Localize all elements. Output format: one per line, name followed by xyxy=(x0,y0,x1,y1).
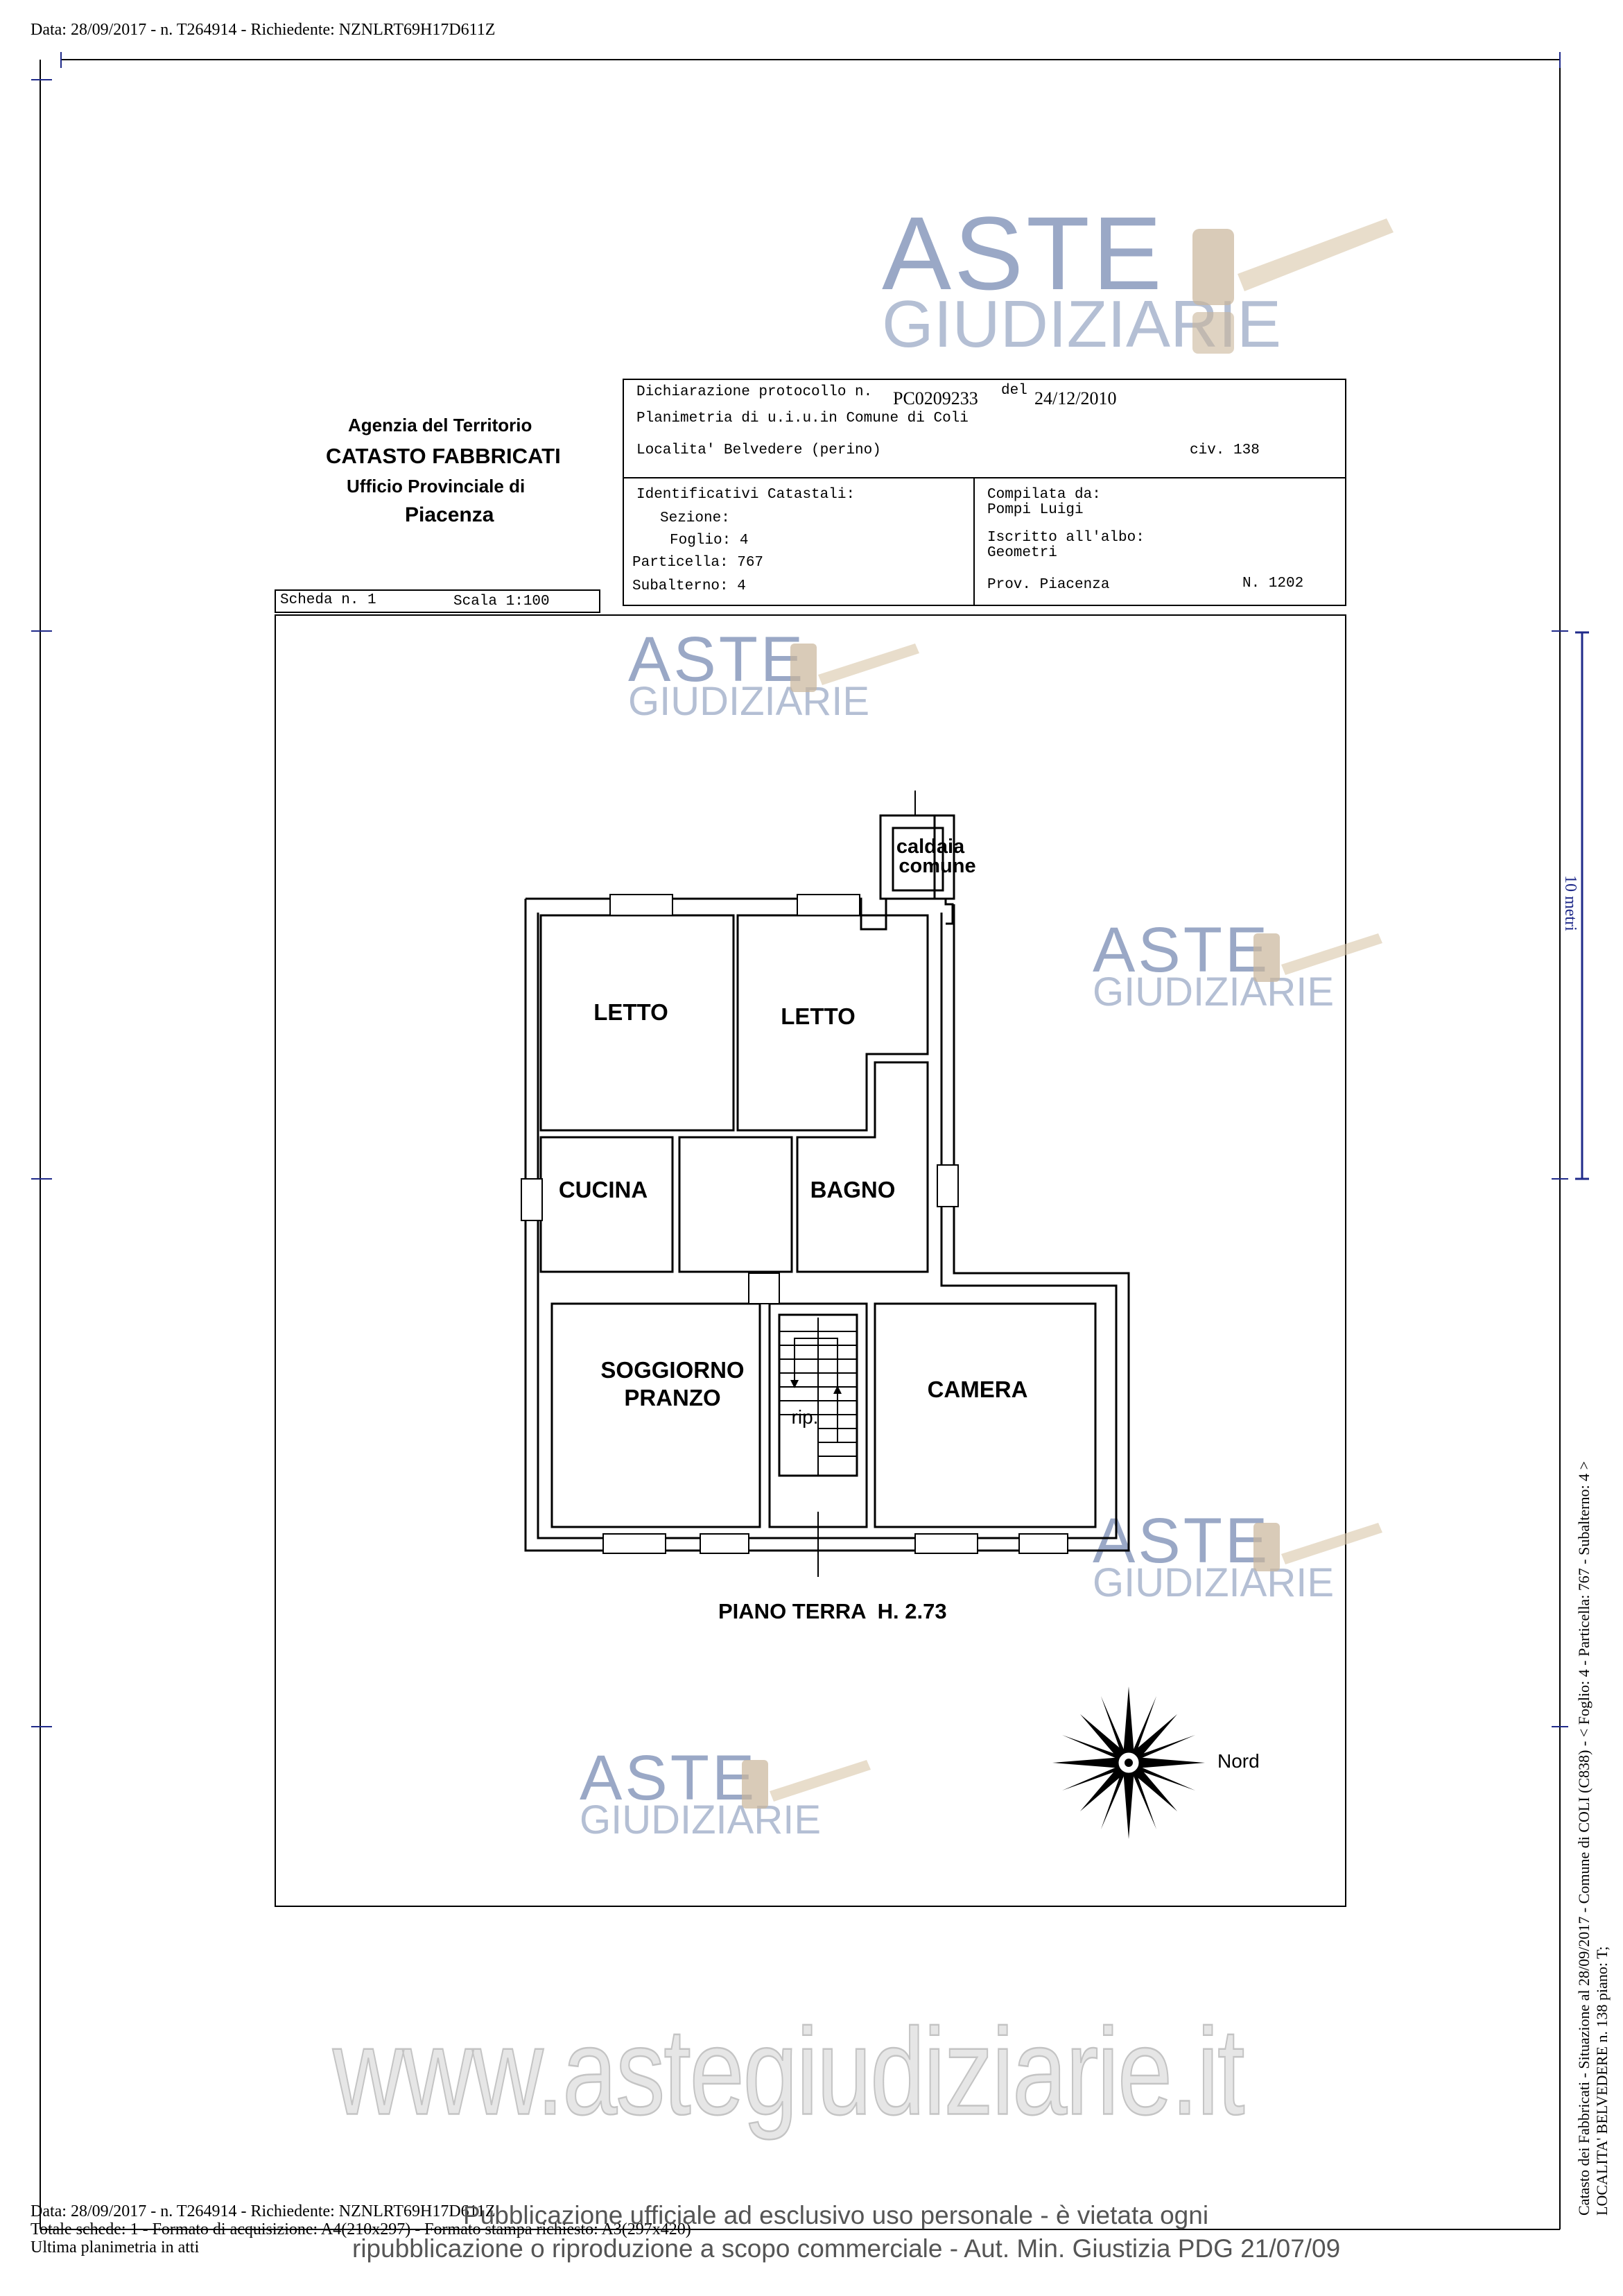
compilata-label: Compilata da: xyxy=(987,487,1101,503)
agency-province: Piacenza xyxy=(405,503,494,526)
foglio-label: Foglio: 4 xyxy=(670,533,749,549)
floor-plan xyxy=(521,791,1130,1577)
declaration-date: 24/12/2010 xyxy=(1034,388,1117,408)
footer-notice-1: Pubblicazione ufficiale ad esclusivo uso… xyxy=(463,2201,1209,2229)
footer-notice-2: ripubblicazione o riproduzione a scopo c… xyxy=(352,2234,1341,2263)
civic-number: civ. 138 xyxy=(1190,442,1260,458)
gavel-icon xyxy=(742,1760,871,1809)
scheda-box xyxy=(275,589,600,613)
room-pranzo: PRANZO xyxy=(624,1385,721,1410)
scheda-label: Scheda n. 1 xyxy=(280,592,376,608)
watermark-logo-4: ASTE GIUDIZIARIE xyxy=(1093,1505,1335,1605)
agency-office: Ufficio Provinciale di xyxy=(347,476,526,497)
compass-rose-icon xyxy=(1052,1686,1205,1839)
footer-request-line: Data: 28/09/2017 - n. T264914 - Richiede… xyxy=(31,2202,496,2220)
room-bagno: BAGNO xyxy=(810,1177,896,1202)
planimetria-text: Planimetria di u.i.u.in Comune di Coli xyxy=(636,411,969,426)
identificativi-title: Identificativi Catastali: xyxy=(636,487,856,503)
room-caldaia-comune: comune xyxy=(899,855,976,877)
albo-value: Geometri xyxy=(987,545,1057,561)
compilata-name: Pompi Luigi xyxy=(987,502,1084,518)
declaration-label: Dichiarazione protocollo n. xyxy=(636,384,873,400)
room-caldaia: caldaia xyxy=(896,836,965,858)
localita-text: Localita' Belvedere (perino) xyxy=(636,442,881,458)
scala-label: Scala 1:100 xyxy=(453,594,550,610)
header-request-line: Data: 28/09/2017 - n. T264914 - Richiede… xyxy=(31,21,496,39)
gavel-icon xyxy=(790,644,919,692)
room-letto-1: LETTO xyxy=(593,999,668,1025)
albo-label: Iscritto all'albo: xyxy=(987,530,1145,546)
room-soggiorno: SOGGIORNO xyxy=(600,1357,745,1383)
agency-name: Agenzia del Territorio xyxy=(348,415,532,435)
watermark-logo-2: ASTE GIUDIZIARIE xyxy=(628,624,870,724)
particella-label: Particella: 767 xyxy=(632,555,764,571)
drawing-area xyxy=(275,614,1346,1907)
side-cadastre-text: Catasto dei Fabbricati - Situazione al 2… xyxy=(1575,1461,1592,2216)
room-camera: CAMERA xyxy=(927,1376,1028,1402)
watermark-site: www.astegiudiziarie.it xyxy=(332,2002,1245,2141)
agency-catasto: CATASTO FABBRICATI xyxy=(326,444,561,468)
gavel-icon xyxy=(1253,1523,1382,1571)
footer-totale-schede: Totale schede: 1 - Formato di acquisizio… xyxy=(31,2220,691,2238)
footer-ultima-planimetria: Ultima planimetria in atti xyxy=(31,2238,200,2256)
del-label: del xyxy=(1001,383,1027,399)
identificativi-box xyxy=(623,477,1346,606)
gavel-icon xyxy=(1253,933,1382,982)
watermark-logo-3: ASTE GIUDIZIARIE xyxy=(1093,915,1335,1015)
floor-label: PIANO TERRA H. 2.73 xyxy=(718,1599,947,1623)
identificativi-divider xyxy=(973,477,975,606)
room-ripostiglio: rip. xyxy=(791,1406,819,1428)
sezione-label: Sezione: xyxy=(660,510,730,526)
albo-number: N. 1202 xyxy=(1242,576,1304,592)
protocol-number: PC0209233 xyxy=(893,388,978,408)
watermark-logo-5: ASTE GIUDIZIARIE xyxy=(580,1743,822,1842)
north-label: Nord xyxy=(1217,1750,1260,1772)
scale-ruler-label: 10 metri xyxy=(1561,875,1579,931)
provincia: Prov. Piacenza xyxy=(987,577,1110,593)
side-address-text: LOCALITA' BELVEDERE n. 138 piano: T; xyxy=(1593,1946,1611,2216)
room-cucina: CUCINA xyxy=(558,1177,648,1202)
subalterno-label: Subalterno: 4 xyxy=(632,578,746,594)
gavel-icon xyxy=(1192,218,1394,354)
room-letto-2: LETTO xyxy=(781,1003,856,1029)
